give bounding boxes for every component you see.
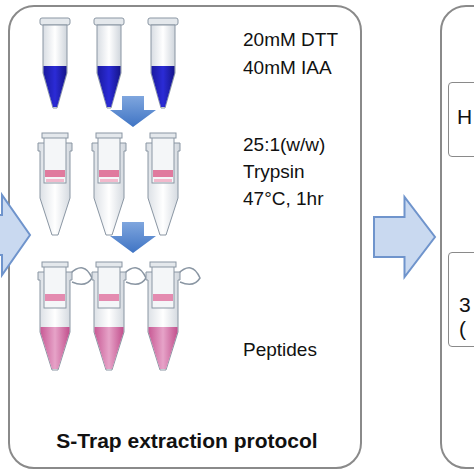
tube-icon	[94, 18, 124, 108]
strap-column-icon	[146, 133, 180, 235]
step-arrow	[110, 96, 156, 127]
incoming-arrow	[0, 195, 30, 275]
panel-box: H 3 (	[440, 5, 474, 469]
process-box: 3 (	[448, 252, 474, 347]
peptide-tube-icon	[146, 262, 200, 370]
tube-icon	[148, 18, 178, 108]
strap-column-icon	[38, 133, 72, 235]
box-text: 3 (	[459, 293, 473, 341]
box-text: H	[457, 105, 474, 129]
process-box: H	[448, 82, 474, 157]
step-label: 47°C, 1hr	[243, 188, 323, 210]
block-arrow	[374, 197, 435, 277]
step-label: 25:1(w/w)	[243, 134, 325, 156]
peptide-tube-icon	[92, 262, 146, 370]
strap-column-icon	[92, 133, 126, 235]
step-arrow	[110, 222, 156, 253]
step-label: Peptides	[243, 339, 317, 361]
step-label: Trypsin	[243, 161, 305, 183]
step-label: 20mM DTT	[243, 29, 338, 51]
tube-icon	[40, 18, 70, 108]
panel-title: S-Trap extraction protocol	[10, 429, 364, 453]
peptide-tube-icon	[38, 262, 92, 370]
step-label: 40mM IAA	[243, 57, 332, 79]
